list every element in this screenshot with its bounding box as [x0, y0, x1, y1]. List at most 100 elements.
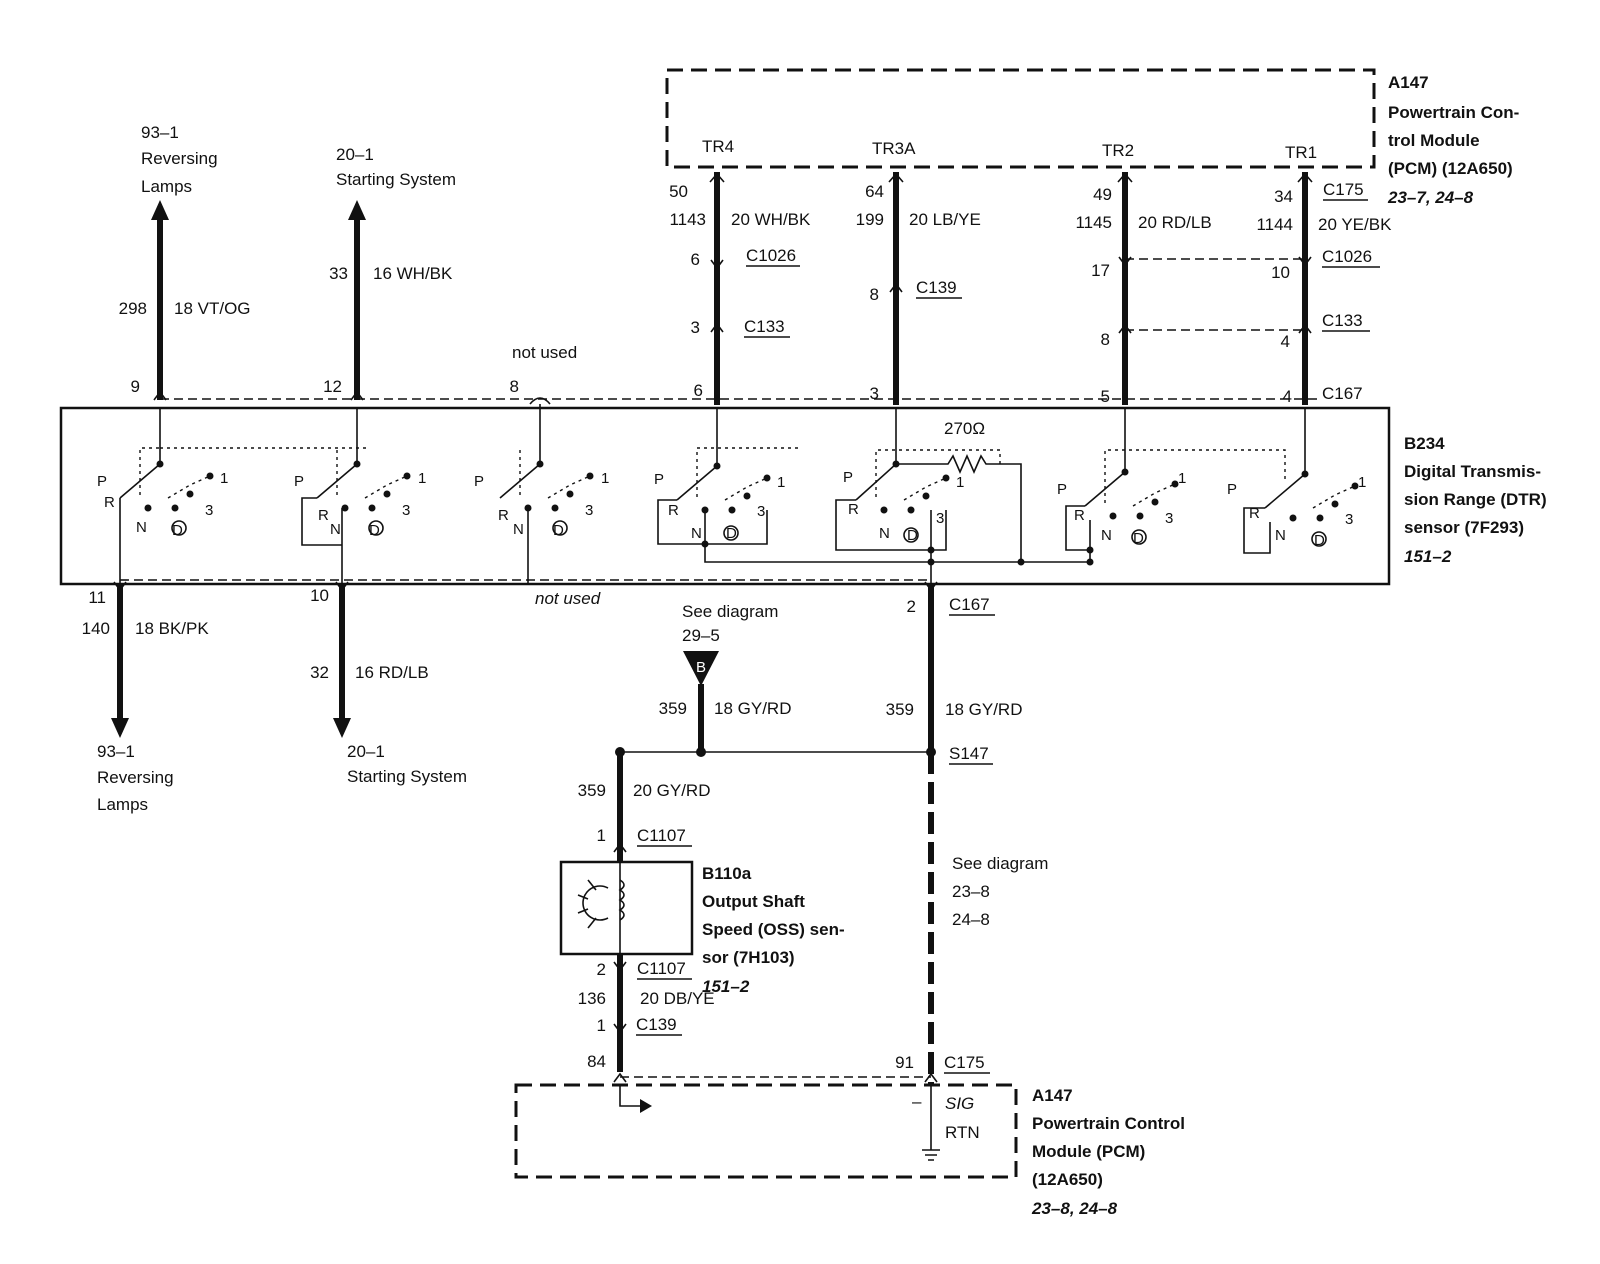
- dtr-switch1-p: P: [97, 473, 107, 490]
- right-see-diagram: See diagram: [952, 854, 1048, 873]
- dtr-switch1-d: D: [172, 522, 183, 539]
- reversing-bottom-label2: Lamps: [97, 795, 148, 814]
- oss-name-line1: Output Shaft: [702, 892, 805, 911]
- pcm-bottom-pin-marks: [613, 1072, 938, 1083]
- pcm-top-name-line3: (PCM) (12A650): [1388, 159, 1513, 178]
- oss-pin1-mark: [613, 842, 627, 853]
- s147-mid-node: [696, 747, 706, 757]
- dtr-switch7-p: P: [1227, 481, 1237, 498]
- dtr-switch2-3: 3: [402, 502, 410, 519]
- dtr-switch2-1: 1: [418, 470, 426, 487]
- dtr-switch6-r: R: [1074, 507, 1085, 524]
- pcm-bottom-input-arrow-icon: [640, 1099, 652, 1113]
- pcm-top-name-line2: trol Module: [1388, 131, 1480, 150]
- tr3a-c167-pin: 3: [870, 384, 879, 403]
- pcm-bottom-rtn: RTN: [945, 1123, 980, 1142]
- reversing-top-circuit: 298: [119, 299, 147, 318]
- tr2-c1026-pin: 17: [1091, 261, 1110, 280]
- c1026-label-right: C1026: [1322, 247, 1372, 266]
- tr3a-c139-mark: [889, 282, 903, 293]
- gy-20-circuit: 359: [578, 781, 606, 800]
- tr4-c1026-mark: [710, 259, 724, 270]
- dtr-switch3-3: 3: [585, 502, 593, 519]
- dtr-switch-5: P R N D 3 1: [835, 408, 1001, 584]
- tr1-c133-pin: 4: [1281, 332, 1290, 351]
- dtr-switch2-d: D: [369, 522, 380, 539]
- rtn-ground-icon: [922, 1085, 940, 1161]
- c175-label-top: C175: [1323, 180, 1364, 199]
- tr4-wire-color: 20 WH/BK: [731, 210, 811, 229]
- tr2-c133-pin: 8: [1101, 330, 1110, 349]
- tr3a-c139-label: C139: [916, 278, 957, 297]
- starting-top-circuit: 33: [329, 264, 348, 283]
- starting-bottom-wire-color: 16 RD/LB: [355, 663, 429, 682]
- reversing-top-wire-color: 18 VT/OG: [174, 299, 251, 318]
- dtr-switch3-d: D: [553, 522, 564, 539]
- reversing-bottom-label1: Reversing: [97, 768, 174, 787]
- starting-top-wire-color: 16 WH/BK: [373, 264, 453, 283]
- dtr-switch7-3: 3: [1345, 511, 1353, 528]
- tr4-c133-mark: [710, 322, 724, 333]
- dtr-ref: 151–2: [1404, 547, 1452, 566]
- tr3a-label: TR3A: [872, 139, 916, 158]
- tr1-pcm-pin: 34: [1274, 187, 1293, 206]
- dtr-switch4-3: 3: [757, 503, 765, 520]
- right-see-diagram-ref1: 23–8: [952, 882, 990, 901]
- dtr-name-line3: sensor (7F293): [1404, 518, 1524, 537]
- oss-id: B110a: [702, 864, 752, 883]
- tr3a-wire-color: 20 LB/YE: [909, 210, 981, 229]
- c167-label-bottom: C167: [949, 595, 990, 614]
- reversing-top-label2: Lamps: [141, 177, 192, 196]
- db-wire-color: 20 DB/YE: [640, 989, 715, 1008]
- dtr-switch2-p: P: [294, 473, 304, 490]
- pcm-bottom-minus: –: [912, 1092, 922, 1111]
- tr3a-pcm-pin: 64: [865, 182, 884, 201]
- starting-top-ref: 20–1: [336, 145, 374, 164]
- diagram-b-marker-label: B: [696, 659, 706, 676]
- reversing-bottom-ref: 93–1: [97, 742, 135, 761]
- oss-gear-icon: [577, 879, 609, 929]
- dtr-switch4-p: P: [654, 471, 664, 488]
- dtr-id: B234: [1404, 434, 1445, 453]
- tr4-label: TR4: [702, 137, 734, 156]
- dtr-switch-2: P R N D 3 1: [294, 408, 426, 584]
- dtr-switch7-d: D: [1314, 532, 1325, 549]
- tr3a-circuit: 199: [856, 210, 884, 229]
- oss-sensor-box: [559, 860, 694, 956]
- reversing-top-label1: Reversing: [141, 149, 218, 168]
- tr4-pcm-pin: 50: [669, 182, 688, 201]
- gy-branch-wire-color: 18 GY/RD: [714, 699, 791, 718]
- pcm-pin-84: 84: [587, 1052, 606, 1071]
- dtr-switch7-r: R: [1249, 505, 1260, 522]
- dtr-switch5-3: 3: [936, 510, 944, 527]
- dtr-name-line2: sion Range (DTR): [1404, 490, 1547, 509]
- tr4-c133-label: C133: [744, 317, 785, 336]
- resistor-value: 270Ω: [944, 419, 985, 438]
- dtr-sensor-box: [59, 406, 1391, 586]
- c139-label-bottom: C139: [636, 1015, 677, 1034]
- c175-label-bottom: C175: [944, 1053, 985, 1072]
- top-not-used-pin: 8: [510, 377, 519, 396]
- pcm-bottom-signal-lead: [619, 1085, 640, 1107]
- oss-coil-icon: [618, 879, 625, 921]
- reversing-top-arrow-icon: [151, 200, 169, 220]
- dtr-switch6-3: 3: [1165, 510, 1173, 527]
- dtr-switch-4: P R N D 3 1: [654, 408, 1021, 563]
- dtr-switch2-n: N: [330, 521, 341, 538]
- tr1-c1026-pin: 10: [1271, 263, 1290, 282]
- tr2-c167-pin: 5: [1101, 387, 1110, 406]
- tr2-wire-color: 20 RD/LB: [1138, 213, 1212, 232]
- dtr-switch5-p: P: [843, 469, 853, 486]
- gy-see-diagram: See diagram: [682, 602, 778, 621]
- resistor-270-symbol: [896, 454, 1022, 565]
- oss-pin2: 2: [597, 960, 606, 979]
- dtr-switch3-p: P: [474, 473, 484, 490]
- tr2-tr1-connector-marks: [1118, 256, 1312, 334]
- tr4-c1026-pin: 6: [691, 250, 700, 269]
- tr4-c133-pin: 3: [691, 318, 700, 337]
- tr2-pcm-pin: 49: [1093, 185, 1112, 204]
- reversing-bottom-pin: 11: [88, 588, 106, 607]
- dtr-switch4-d: D: [726, 525, 737, 542]
- right-see-diagram-ref2: 24–8: [952, 910, 990, 929]
- c167-label-top: C167: [1322, 384, 1363, 403]
